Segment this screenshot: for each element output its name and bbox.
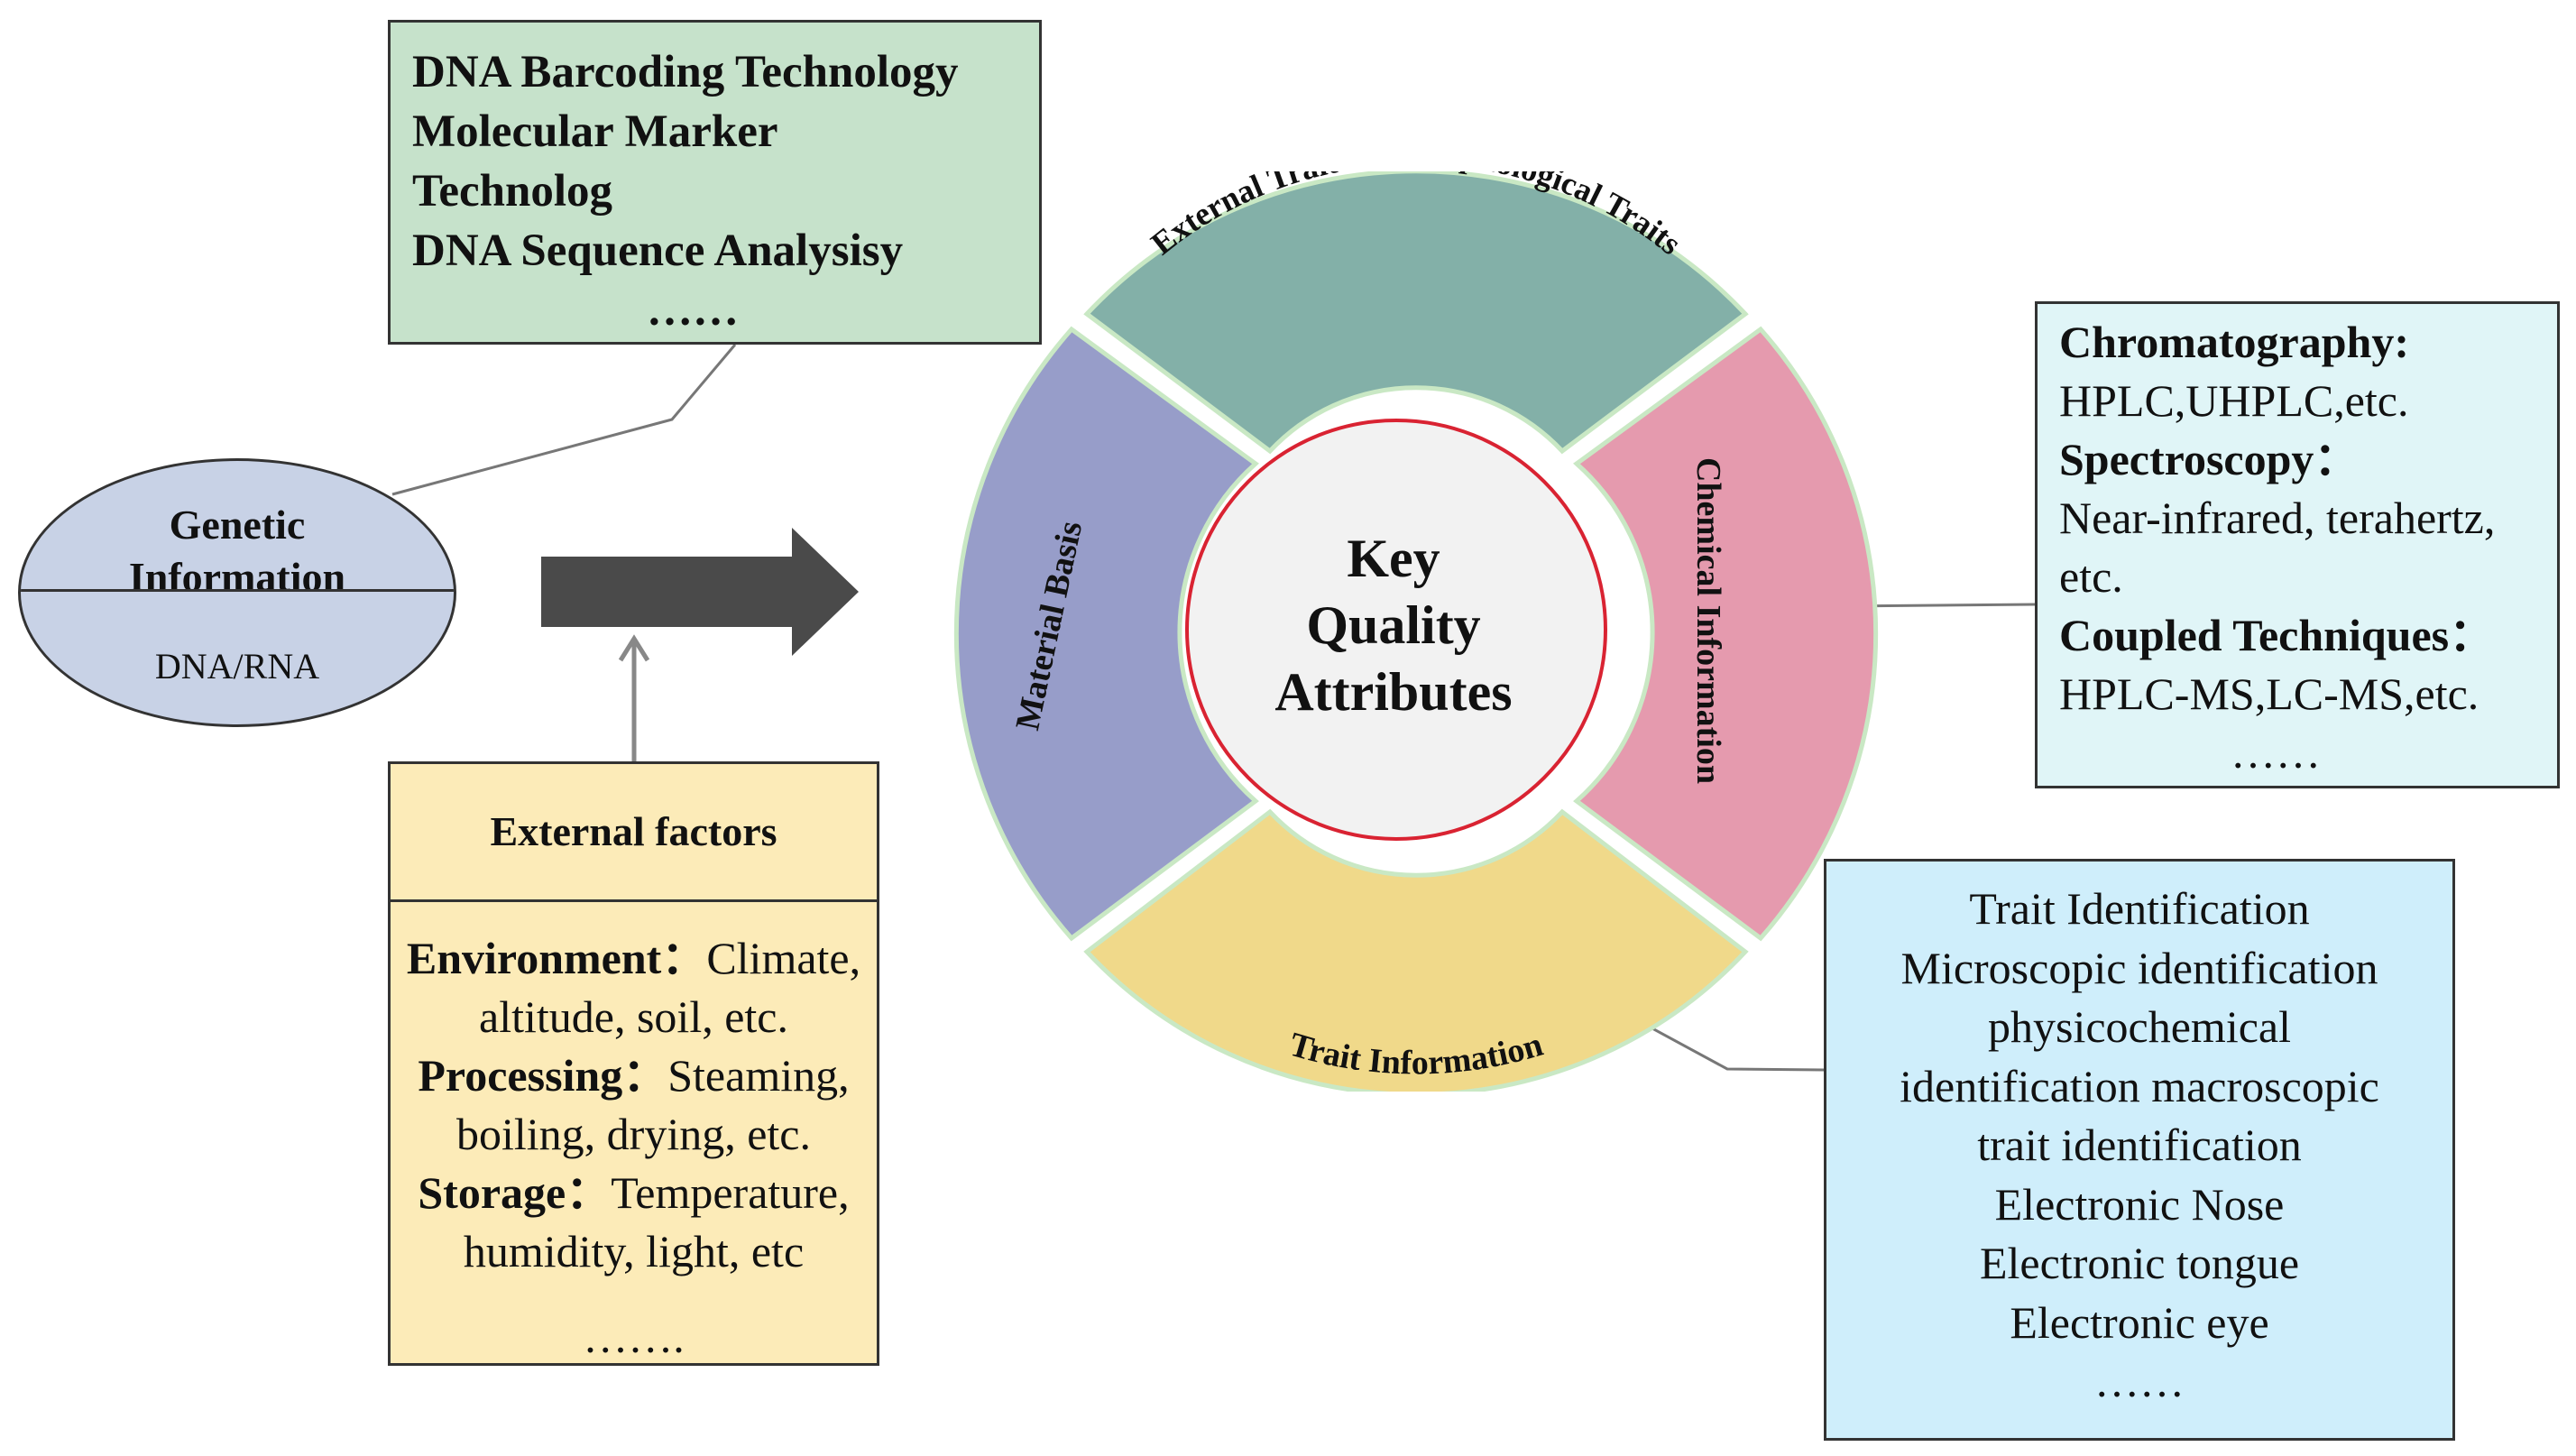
center-label-line: Quality xyxy=(1306,595,1481,655)
quality-wheel: External Traits or Morphological Traits … xyxy=(953,171,1879,1092)
external-factors-body: Environment：Climate, altitude, soil, etc… xyxy=(391,902,877,1367)
trait-ellipsis: …… xyxy=(2094,1356,2185,1406)
connector-trait xyxy=(1618,1009,1825,1072)
trait-method-line: physicochemical xyxy=(1988,1001,2291,1052)
center-label-line: Key xyxy=(1347,529,1440,588)
coupled-text: HPLC-MS,LC-MS,etc. xyxy=(2059,668,2479,719)
chemical-ellipsis: …… xyxy=(2231,727,2321,778)
environment-text-2: altitude, soil, etc. xyxy=(479,991,788,1042)
segment-left xyxy=(953,326,1259,942)
spectroscopy-text-2: etc. xyxy=(2059,551,2123,602)
coupled-label-text: Coupled Techniques： xyxy=(2059,610,2495,660)
chromatography-text: HPLC,UHPLC,etc. xyxy=(2059,375,2409,426)
connector-genetic xyxy=(391,344,737,496)
center-circle xyxy=(1185,419,1607,841)
segment-right-label: Chemical Information xyxy=(1689,457,1727,784)
external-factors-box: External factors Environment：Climate, al… xyxy=(388,761,879,1366)
segment-top xyxy=(1083,171,1749,455)
trait-method-line: Trait Identification xyxy=(1969,883,2310,934)
genetic-method-line: Technolog xyxy=(412,166,613,217)
processing-text-2: boiling, drying, etc. xyxy=(456,1109,811,1159)
genetic-info-title: Genetic Information xyxy=(21,499,454,604)
genetic-method-line: DNA Barcoding Technology xyxy=(412,47,959,97)
processing-text: Steaming, xyxy=(667,1050,850,1101)
environment-label: Environment： xyxy=(406,933,707,983)
genetic-info-ellipse: Genetic Information DNA/RNA xyxy=(18,458,456,727)
center-label: Key Quality Attributes xyxy=(1213,525,1574,725)
factors-ellipsis: ……. xyxy=(583,1312,685,1362)
genetic-method-line: Molecular Marker xyxy=(412,106,778,157)
trait-method-line: trait identification xyxy=(1977,1120,2302,1170)
storage-text-2: humidity, light, etc xyxy=(463,1226,805,1276)
center-label-line: Attributes xyxy=(1274,662,1513,722)
genetic-info-title-line: Genetic xyxy=(169,502,306,548)
environment-line: Environment：Climate, xyxy=(391,929,877,988)
genetic-method-line: DNA Sequence Analysisy xyxy=(412,226,904,276)
spectroscopy-text: Near-infrared, terahertz, xyxy=(2059,493,2496,543)
storage-label: Storage： xyxy=(418,1167,612,1218)
connector-arrowhead xyxy=(618,634,650,662)
chromatography-label: Chromatography: xyxy=(2059,313,2557,372)
coupled-label: Coupled Techniques： xyxy=(2059,606,2557,665)
segment-right xyxy=(1573,326,1879,942)
trait-method-line: Electronic Nose xyxy=(1994,1178,2285,1230)
storage-line: Storage：Temperature, xyxy=(391,1164,877,1222)
environment-text: Climate, xyxy=(706,933,861,983)
genetic-methods-box: DNA Barcoding Technology Molecular Marke… xyxy=(388,20,1042,345)
trait-method-line: Microscopic identification xyxy=(1900,942,2378,993)
chemical-methods-box: Chromatography: HPLC,UHPLC,etc. Spectros… xyxy=(2035,301,2560,788)
segment-bottom xyxy=(1083,808,1749,1092)
genetic-info-subtitle: DNA/RNA xyxy=(154,646,320,687)
ellipse-divider xyxy=(21,589,454,592)
storage-text: Temperature, xyxy=(611,1167,850,1218)
spectroscopy-label-text: Spectroscopy： xyxy=(2059,434,2360,484)
chromatography-label-text: Chromatography: xyxy=(2059,317,2409,367)
trait-method-line: identification macroscopic xyxy=(1900,1060,2379,1111)
spectroscopy-label: Spectroscopy： xyxy=(2059,430,2557,489)
trait-method-line: Electronic eye xyxy=(2010,1296,2269,1348)
trait-method-line: Electronic tongue xyxy=(1979,1238,2300,1288)
external-factors-header: External factors xyxy=(391,764,877,902)
genetic-ellipsis: …… xyxy=(647,285,739,336)
trait-methods-box: Trait Identification Microscopic identif… xyxy=(1824,859,2455,1441)
genetic-info-title-line: Information xyxy=(128,554,346,600)
right-arrow-icon xyxy=(541,528,859,656)
processing-line: Processing：Steaming, xyxy=(391,1046,877,1105)
processing-label: Processing： xyxy=(418,1050,668,1101)
